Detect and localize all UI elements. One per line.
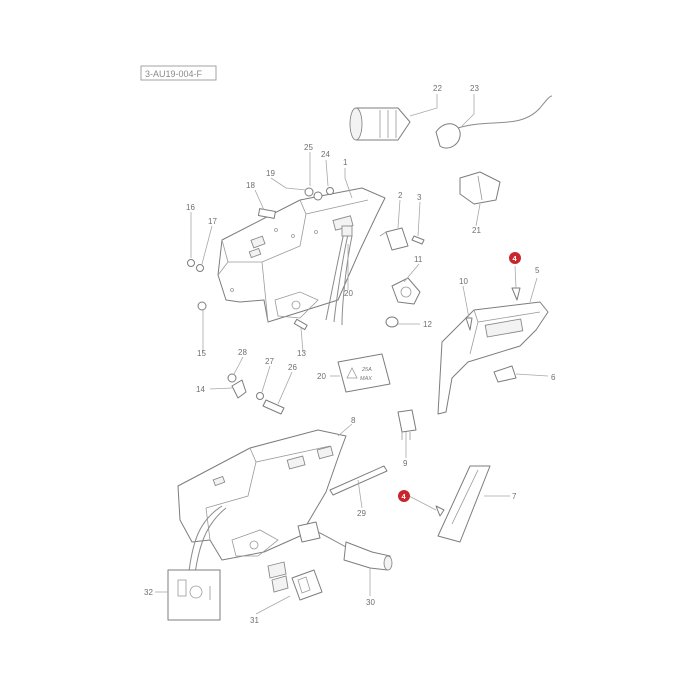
part-15-screw [197,301,207,311]
callout-27: 27 [265,357,274,366]
part-19-screw [304,187,314,197]
part-9-switch [397,409,417,440]
reference-code: 3-AU19-004-F [140,65,217,81]
part-11-lamp-socket [391,277,421,305]
highlight-callout-4-upper: 4 [509,252,521,264]
callout-20-decal: 20 [317,372,326,381]
part-7-panel [437,465,491,543]
callout-21: 21 [472,226,481,235]
part-22-cigar-lighter [349,107,411,141]
callout-15: 15 [197,349,206,358]
part-16-nut [187,259,195,267]
highlight-callout-4-lower: 4 [398,490,410,502]
callout-32: 32 [144,588,153,597]
part-14-bracket [231,379,247,399]
callouts: 22 23 1 25 24 19 18 16 17 2 3 11 12 21 2… [144,84,556,625]
callout-24: 24 [321,150,330,159]
callout-23: 23 [470,84,479,93]
callout-10: 10 [459,277,468,286]
part-21-socket [459,171,501,205]
part-5-side-bracket [437,301,549,415]
part-13-bolt [293,318,308,331]
callout-20-harness: 20 [344,289,353,298]
callout-12: 12 [423,320,432,329]
part-31-switch-block [267,561,323,601]
callout-31: 31 [250,616,259,625]
part-27-washer [256,392,264,400]
callout-30: 30 [366,598,375,607]
callout-2: 2 [398,191,403,200]
part-4-screw-lower [435,505,445,517]
decal-line-1: 25A [361,367,372,373]
part-26-bolt [262,399,285,415]
leader-lines [155,94,549,615]
part-20-decal: 25A MAX [337,353,391,393]
decal-line-2: MAX [360,376,372,382]
callout-8: 8 [351,416,356,425]
part-20-harness [325,225,353,326]
part-28-nut [227,373,237,383]
callout-1: 1 [343,158,348,167]
callout-26: 26 [288,363,297,372]
callout-29: 29 [357,509,366,518]
callout-18: 18 [246,181,255,190]
callout-28: 28 [238,348,247,357]
callout-14: 14 [196,385,205,394]
part-17-washer [196,264,204,272]
part-30-rotary-control [297,521,393,571]
part-2-switch [379,227,409,251]
callout-13: 13 [297,349,306,358]
part-6-grommet [493,365,517,383]
part-32-label-plate [167,569,221,621]
part-1-bracket-housing [217,187,386,323]
callout-17: 17 [208,217,217,226]
reference-code-text: 3-AU19-004-F [145,69,203,79]
part-29-strip [329,465,388,496]
part-25-bushing [313,191,323,201]
callout-4-upper: 4 [513,254,518,263]
part-18-clip [257,208,276,219]
callout-11: 11 [414,255,423,264]
callout-16: 16 [186,203,195,212]
callout-5: 5 [535,266,540,275]
part-23-cable [435,95,553,149]
callout-22: 22 [433,84,442,93]
callout-4-lower: 4 [402,492,407,501]
part-3-bolt [411,235,425,245]
part-12-grommet [385,316,399,328]
part-4-screw-upper [511,287,521,301]
callout-6: 6 [551,373,556,382]
part-24-washer [326,187,334,195]
callout-19: 19 [266,169,275,178]
callout-7: 7 [512,492,517,501]
callout-3: 3 [417,193,422,202]
callout-25: 25 [304,143,313,152]
callout-9: 9 [403,459,408,468]
